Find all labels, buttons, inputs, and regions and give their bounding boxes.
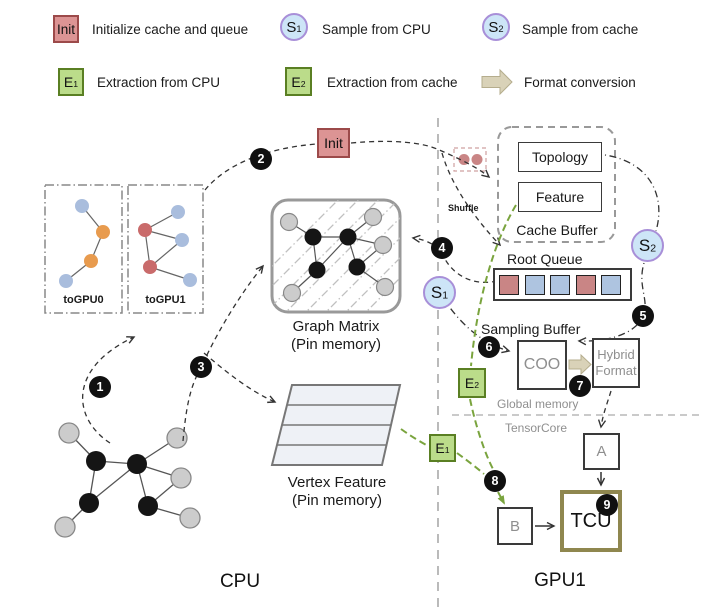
cpu-graph [54,422,201,538]
green-step8-to-b [497,491,505,505]
step-4: 4 [431,237,453,259]
s2-sub: 2 [650,242,657,255]
format-conversion-arrow [568,353,592,376]
tcu-box: TCU [560,490,622,552]
step-6: 6 [478,336,500,358]
vertex-feature-label: Vertex Feature [287,474,387,491]
togpu1-graph [138,205,197,287]
tensorcore-label: TensorCore [505,421,568,435]
legend-e2-letter: E [291,73,301,90]
arc-graph-to-vertexfeature [203,352,277,404]
legend-format-arrow-icon [481,68,513,96]
step-7: 7 [569,375,591,397]
block-a-box: A [583,433,620,470]
queue-slot [576,275,596,295]
legend-e1-label: Extraction from CPU [97,75,221,90]
cache-buffer-box [497,126,616,243]
legend-e1-sub: 1 [73,79,79,90]
shuffle-dots [453,147,487,172]
legend-e2-sub: 2 [300,78,306,89]
e1-letter: E [435,440,445,456]
topology-box: Topology [518,142,602,172]
arc-topology-to-s2 [604,154,660,232]
s1-letter: S [430,282,443,302]
step-5: 5 [632,305,654,327]
legend-s2-letter: S [488,18,499,36]
legend-s2-label: Sample from cache [522,22,639,37]
graph-matrix-label: Graph Matrix [292,318,380,335]
vertex-feature-shape [270,384,402,466]
gpu1-label: GPU1 [534,570,586,591]
legend-init-badge: Init [53,15,79,43]
togpu1-label: toGPU1 [145,294,186,306]
graph-matrix-box [270,198,402,314]
global-memory-label: Global memory [497,397,579,411]
graph-matrix-hatch [272,200,400,312]
green-feature-to-e2 [470,204,517,367]
feature-box: Feature [518,182,602,212]
step-1: 1 [89,376,111,398]
block-b-box: B [497,507,533,545]
e2-sub: 2 [474,380,480,391]
queue-slot [525,275,545,295]
graph-matrix-sublabel: (Pin memory) [290,336,381,353]
step-3: 3 [190,356,212,378]
queue-slot [499,275,519,295]
s1-sub: 1 [442,289,449,302]
step-9: 9 [596,494,618,516]
root-queue-label: Root Queue [507,251,583,267]
togpu1-box [127,184,204,314]
shuffle-label: Shuffle [448,203,479,213]
legend-s1-letter: S [286,18,297,36]
legend-s2-sub: 2 [498,24,504,35]
legend-e2-label: Extraction from cache [327,75,458,90]
legend-init-label: Initialize cache and queue [92,22,249,37]
queue-slot [601,275,621,295]
green-e2-to-step8 [469,398,494,470]
arc-rootqueue-to-graphmatrix [411,234,498,283]
e2-letter: E [464,375,475,391]
arc-shuffle-to-rootqueue [441,152,502,247]
legend-format-label: Format conversion [524,75,636,90]
togpu0-label: toGPU0 [63,294,104,306]
s2-letter: S [638,235,651,255]
green-e1-to-step8 [456,452,485,475]
togpu0-box [44,184,123,314]
step-8: 8 [484,470,506,492]
queue-slot [550,275,570,295]
arc-init-to-cachebuffer [350,140,491,179]
hybrid-format-box: Hybrid Format [592,338,640,388]
green-vertexfeature-to-e1 [400,428,429,447]
vertex-feature-sublabel: (Pin memory) [291,492,382,509]
cache-buffer-label: Cache Buffer [516,222,598,238]
graph-matrix-graph [279,207,395,303]
legend-s1-label: Sample from CPU [322,22,431,37]
sampling-buffer-label: Sampling Buffer [481,321,581,337]
e1-sub: 1 [444,445,450,456]
togpu0-graph [59,199,110,288]
arc-s1-to-coo [447,304,511,354]
legend-e1-letter: E [63,74,74,90]
init-badge: Init [317,128,350,158]
hybrid-line2: Format [595,363,637,378]
arc-graph-to-graphmatrix [182,264,264,442]
hybrid-line1: Hybrid [597,347,635,363]
legend-s1-sub: 1 [296,24,302,35]
step-2: 2 [250,148,272,170]
coo-box: COO [517,340,567,390]
cpu-label: CPU [219,571,261,592]
arc-hybrid-to-a [597,390,612,429]
